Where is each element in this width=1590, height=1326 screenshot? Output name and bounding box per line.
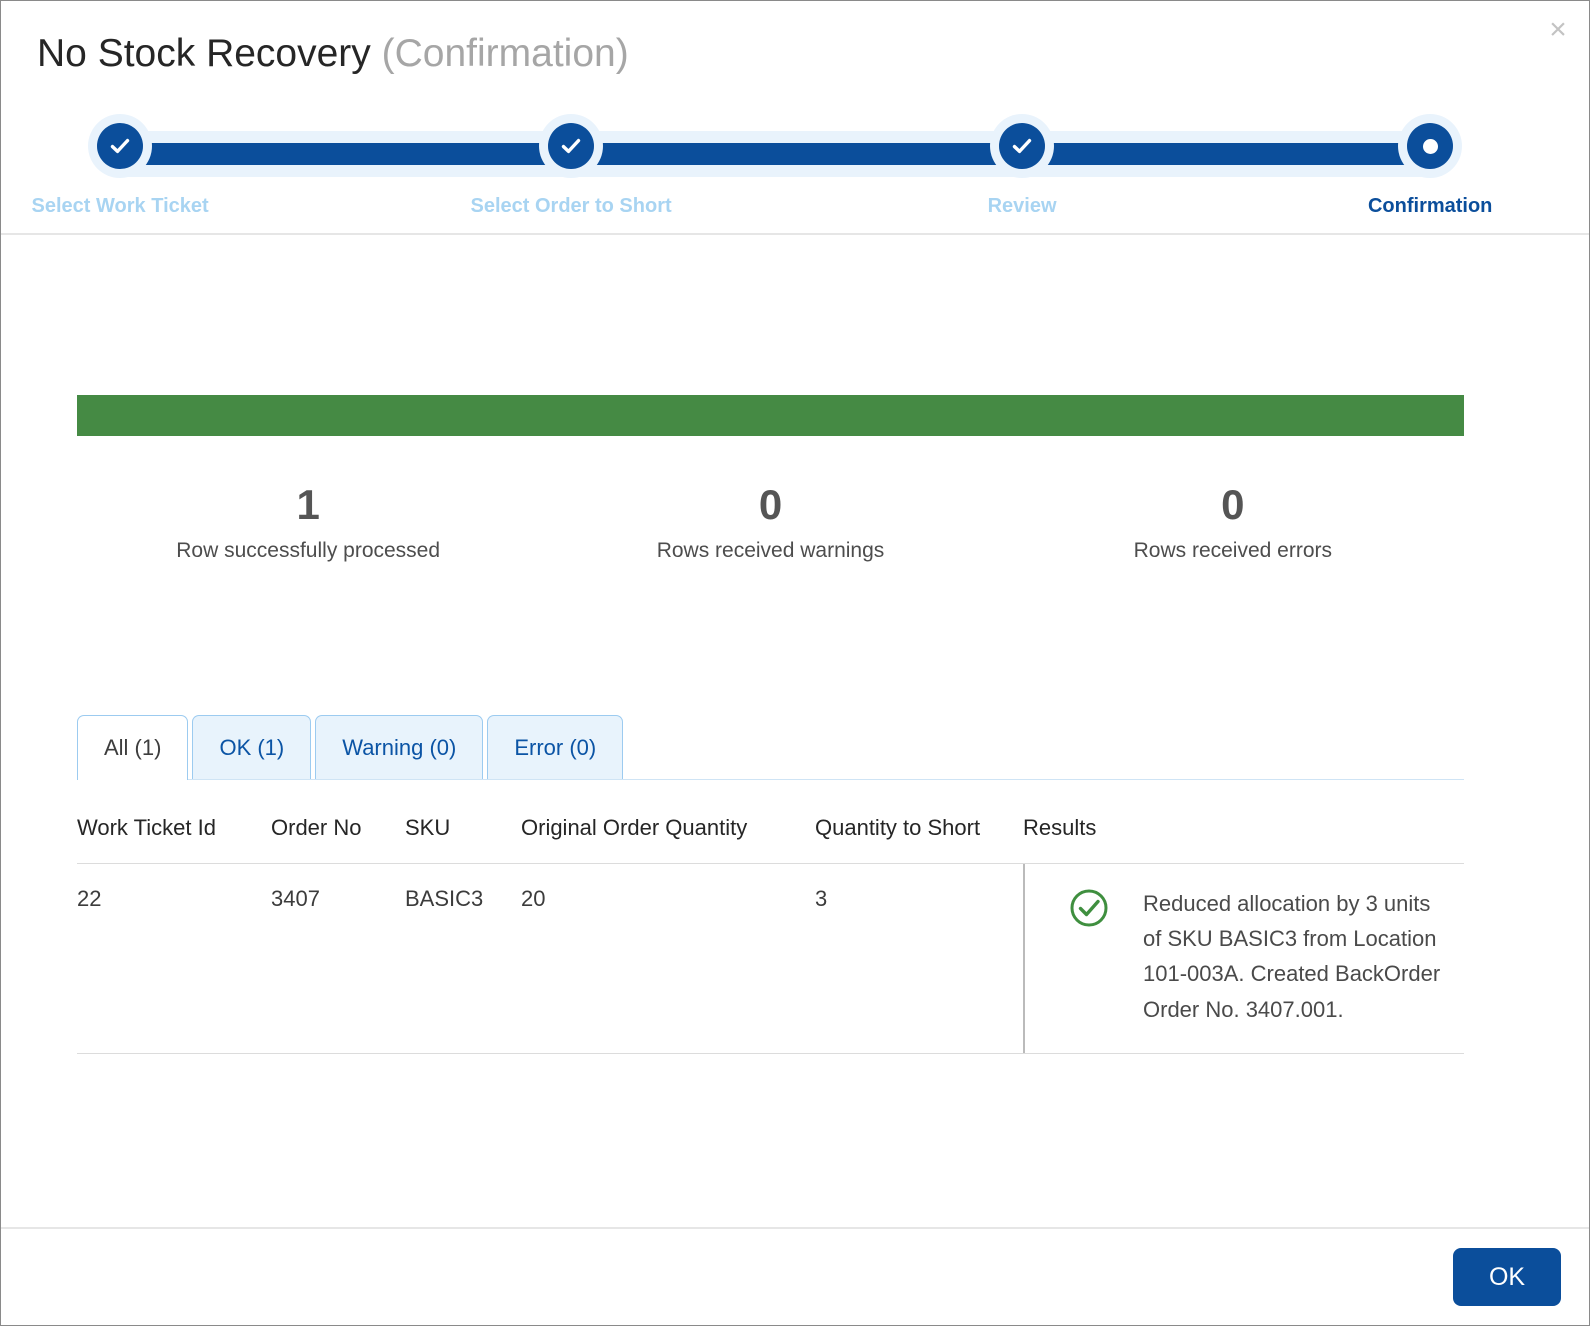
stepper-label: Review (987, 195, 1057, 217)
ok-button[interactable]: OK (1453, 1248, 1561, 1306)
column-header-work-ticket-id: Work Ticket Id (77, 815, 216, 840)
stepper-step-review[interactable]: Review (862, 113, 1182, 218)
cell-order-no: 3407 (271, 886, 320, 911)
stepper-step-confirmation[interactable]: Confirmation (1270, 113, 1590, 218)
column-header-order-no: Order No (271, 815, 362, 840)
page-title-step: (Confirmation) (381, 32, 629, 75)
stepper-node-complete (548, 123, 595, 169)
stat-label: Rows received errors (1133, 539, 1333, 563)
stepper-progress-line (120, 143, 1430, 165)
stepper-step-select-work-ticket[interactable]: Select Work Ticket (0, 113, 280, 218)
cell-quantity-to-short: 3 (815, 886, 828, 911)
table-row: 22 3407 BASIC3 20 3 Reduced allocation b… (77, 864, 1464, 1054)
stepper-label: Confirmation (1367, 195, 1493, 217)
stepper-node-wrap (1270, 113, 1590, 195)
stepper-node-complete (97, 123, 144, 169)
stat-rows-processed: 1 Row successfully processed (77, 481, 539, 563)
stepper-node-complete (999, 123, 1046, 169)
page-title: No Stock Recovery (Confirmation) (37, 32, 629, 77)
stepper-node-wrap (411, 113, 731, 195)
stat-value: 0 (1221, 481, 1245, 528)
stepper-steps: Select Work Ticket Select Order to Short (1, 113, 1589, 223)
success-progress-bar (77, 395, 1464, 436)
results-table: Work Ticket Id Order No SKU Original Ord… (77, 795, 1464, 1054)
wizard-stepper: Select Work Ticket Select Order to Short (1, 113, 1589, 223)
tab-warning[interactable]: Warning (0) (315, 715, 484, 779)
dot-icon (1422, 138, 1438, 154)
results-filter-tabs: All (1) OK (1) Warning (0) Error (0) (77, 714, 1464, 780)
stepper-label: Select Work Ticket (31, 195, 209, 217)
stepper-node-wrap (862, 113, 1182, 195)
stat-rows-warnings: 0 Rows received warnings (539, 481, 1001, 563)
dialog-body: 1 Row successfully processed 0 Rows rece… (1, 235, 1589, 1227)
result-message: Reduced allocation by 3 units of SKU BAS… (1143, 891, 1441, 1022)
cell-sku: BASIC3 (405, 886, 484, 911)
tab-error[interactable]: Error (0) (487, 715, 624, 779)
stat-rows-errors: 0 Rows received errors (1002, 481, 1464, 563)
check-icon (110, 138, 130, 154)
stat-label: Rows received warnings (656, 539, 885, 563)
column-header-sku: SKU (405, 815, 451, 840)
stepper-node-wrap (0, 113, 280, 195)
tab-ok[interactable]: OK (1) (192, 715, 312, 779)
tab-all[interactable]: All (1) (77, 715, 189, 780)
stepper-label: Select Order to Short (470, 195, 672, 217)
column-header-results: Results (1023, 815, 1097, 840)
column-header-quantity-to-short: Quantity to Short (815, 815, 981, 840)
cell-results: Reduced allocation by 3 units of SKU BAS… (1023, 864, 1464, 1053)
success-check-circle-icon (1070, 889, 1108, 927)
summary-stats: 1 Row successfully processed 0 Rows rece… (77, 481, 1464, 563)
table-header-row: Work Ticket Id Order No SKU Original Ord… (77, 795, 1464, 864)
page-title-main: No Stock Recovery (37, 32, 371, 75)
stat-value: 1 (296, 481, 320, 528)
dialog-header: × No Stock Recovery (Confirmation) (1, 1, 1589, 235)
cell-original-order-quantity: 20 (521, 886, 546, 911)
check-icon (1012, 138, 1032, 154)
stepper-node-current (1407, 123, 1454, 169)
close-icon[interactable]: × (1549, 13, 1567, 46)
cell-work-ticket-id: 22 (77, 886, 102, 911)
dialog-footer: OK (1, 1227, 1589, 1325)
stat-label: Row successfully processed (176, 539, 441, 563)
column-header-original-order-quantity: Original Order Quantity (521, 815, 748, 840)
stepper-step-select-order-to-short[interactable]: Select Order to Short (411, 113, 731, 218)
stat-value: 0 (758, 481, 783, 528)
check-icon (561, 138, 581, 154)
